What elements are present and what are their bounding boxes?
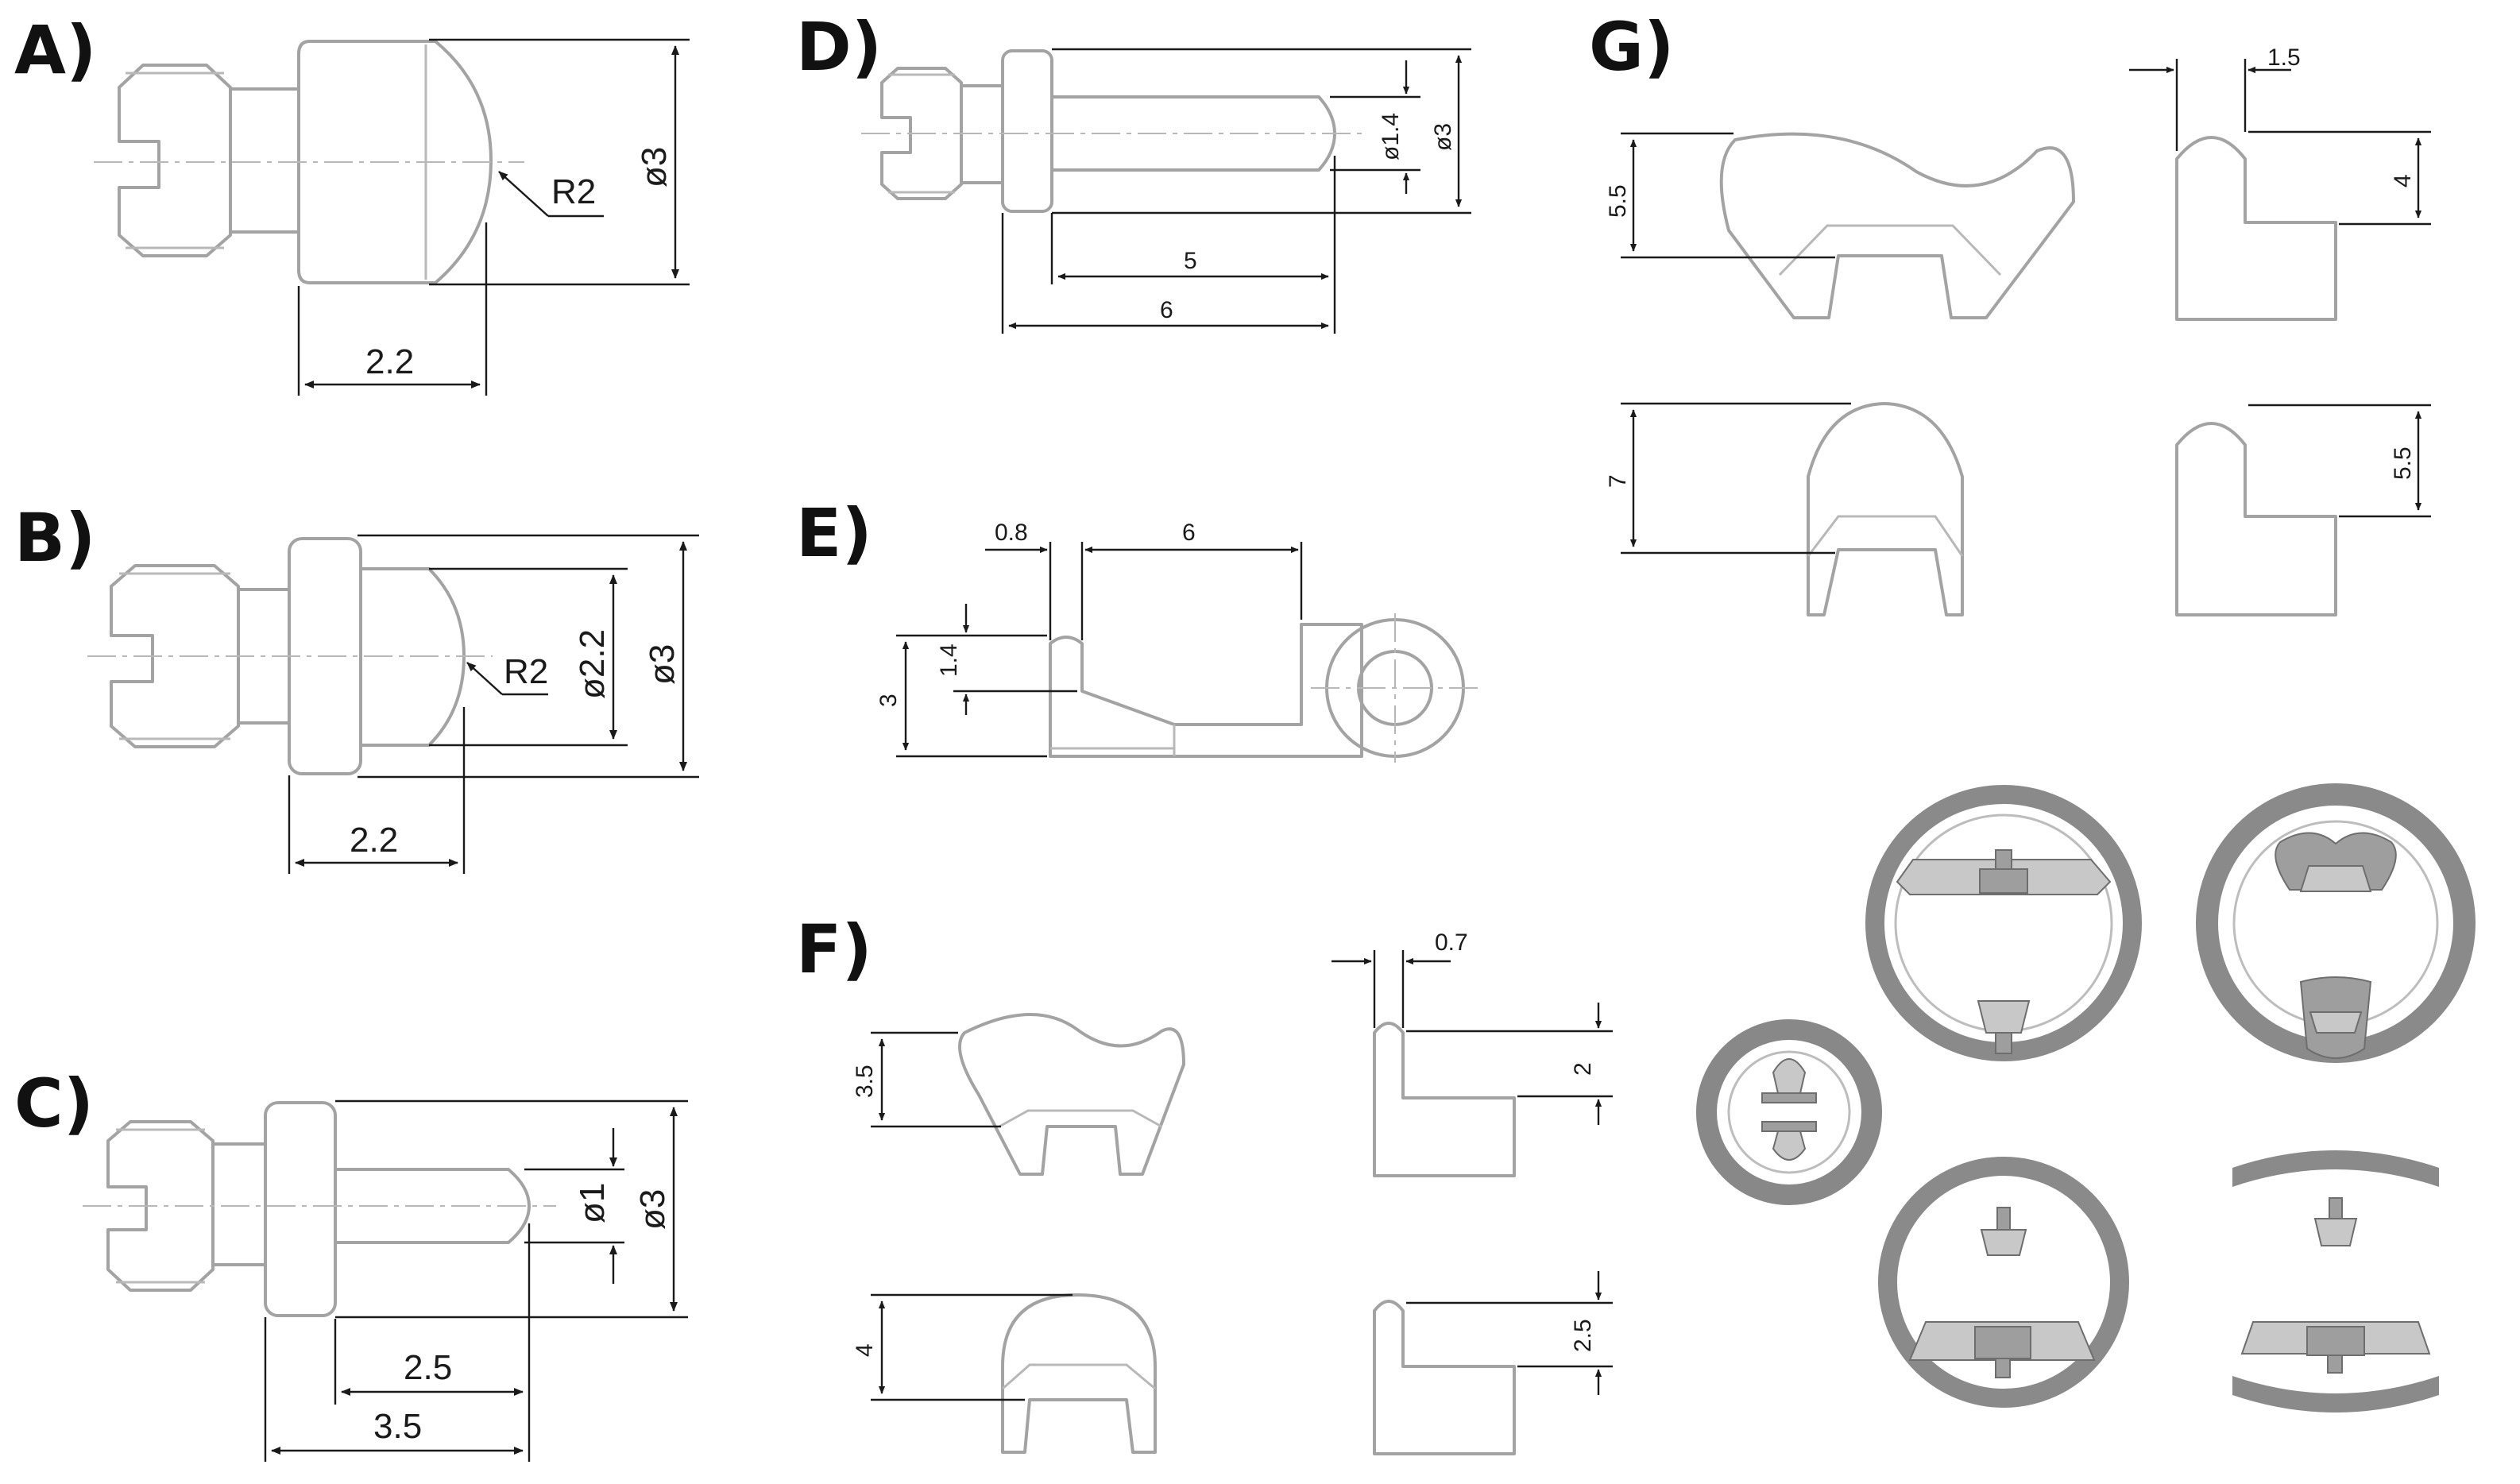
panel-d: D) ø3 ø1.4 5 6 [796, 8, 1471, 334]
panel-f-front-bottom-h: 4 [852, 1343, 878, 1357]
panel-a-length: 2.2 [365, 342, 414, 381]
panel-d-pin-dia: ø1.4 [1378, 113, 1404, 160]
panel-f-front-top [958, 1012, 1185, 1176]
panel-a-screw [94, 40, 524, 284]
panel-d-screw [861, 49, 1366, 213]
assembly-ring-curved-clip [2196, 783, 2476, 1063]
panel-g-side-top [2175, 136, 2337, 321]
panel-f-side-bottom [1373, 1300, 1516, 1455]
panel-b-dimensions: ø3 ø2.2 R2 2.2 [288, 534, 699, 874]
panel-c-label: C) [14, 1065, 94, 1142]
panel-a-dimensions: ø3 R2 2.2 [297, 38, 690, 396]
panel-b-label: B) [14, 499, 95, 577]
panel-c-pin-length: 2.5 [404, 1348, 452, 1387]
assembly-ring-bottom-left [1878, 1157, 2129, 1408]
panel-e-notch: 1.4 [936, 643, 962, 677]
assembly-curved-section [2232, 1150, 2439, 1413]
panel-g-front-bottom [1807, 402, 1964, 616]
panel-g-front-top [1719, 132, 2075, 319]
panel-g-front-bottom-h: 7 [1605, 474, 1631, 488]
panel-f: F) 3.5 4 0.7 [796, 910, 1613, 1455]
panel-g: G) 5.5 7 1.5 [1589, 8, 2431, 616]
panel-e-lip: 0.8 [995, 520, 1028, 546]
panel-c-dia: ø3 [633, 1189, 672, 1230]
panel-f-side-bottom-h: 2.5 [1570, 1319, 1596, 1352]
panel-a-label: A) [14, 11, 96, 89]
panel-f-side-width: 0.7 [1435, 929, 1468, 956]
panel-e-clip [1049, 613, 1478, 763]
panel-g-side-bottom-h: 5.5 [2390, 446, 2416, 480]
panel-c-pin-dia: ø1 [573, 1183, 612, 1223]
panel-c: C) ø3 ø1 2.5 3.5 [14, 1065, 688, 1462]
panel-c-total-length: 3.5 [373, 1407, 422, 1446]
panel-e-label: E) [796, 494, 872, 572]
panel-f-side-top [1373, 1022, 1516, 1177]
panel-b-dia: ø3 [643, 644, 682, 685]
panel-g-dimensions: 5.5 7 1.5 4 5.5 [1605, 44, 2431, 555]
panel-e-length: 6 [1182, 520, 1196, 546]
panel-f-side-top-h: 2 [1570, 1062, 1596, 1076]
panel-d-dia: ø3 [1430, 123, 1456, 151]
assembly-small-ring [1696, 1019, 1882, 1205]
panel-f-label: F) [796, 910, 872, 988]
panel-e-dimensions: 0.8 6 3 1.4 [875, 520, 1303, 758]
panel-f-dimensions: 3.5 4 0.7 2 2.5 [852, 929, 1613, 1401]
panel-g-front-top-h: 5.5 [1605, 184, 1631, 218]
panel-c-dimensions: ø3 ø1 2.5 3.5 [264, 1099, 688, 1462]
panel-a: A) ø3 R2 2.2 [14, 11, 690, 396]
panel-c-screw [83, 1101, 556, 1317]
panel-g-side-top-h: 4 [2390, 174, 2416, 187]
panel-f-front-top-h: 3.5 [852, 1065, 878, 1098]
panel-d-dimensions: ø3 ø1.4 5 6 [1001, 48, 1471, 334]
panel-g-side-bottom [2175, 422, 2337, 616]
panel-e: E) 0.8 6 3 1.4 [796, 494, 1478, 763]
panel-f-front-bottom [1001, 1293, 1157, 1454]
panel-b-radius: R2 [504, 652, 548, 691]
panel-b-screw [87, 537, 493, 775]
panel-d-label: D) [796, 8, 882, 86]
assembly-ring-flat-clip [1865, 785, 2142, 1061]
panel-b-length: 2.2 [350, 821, 398, 860]
panel-a-radius: R2 [551, 172, 596, 211]
panel-e-height: 3 [875, 694, 902, 707]
panel-d-total-length: 6 [1160, 297, 1173, 323]
panel-b: B) ø3 ø2.2 R2 2.2 [14, 499, 699, 874]
panel-g-label: G) [1589, 8, 1674, 86]
panel-d-pin-length: 5 [1184, 248, 1197, 274]
panel-a-dia: ø3 [635, 147, 674, 187]
panel-g-side-width: 1.5 [2267, 44, 2301, 71]
panel-b-tip-dia: ø2.2 [573, 629, 612, 699]
